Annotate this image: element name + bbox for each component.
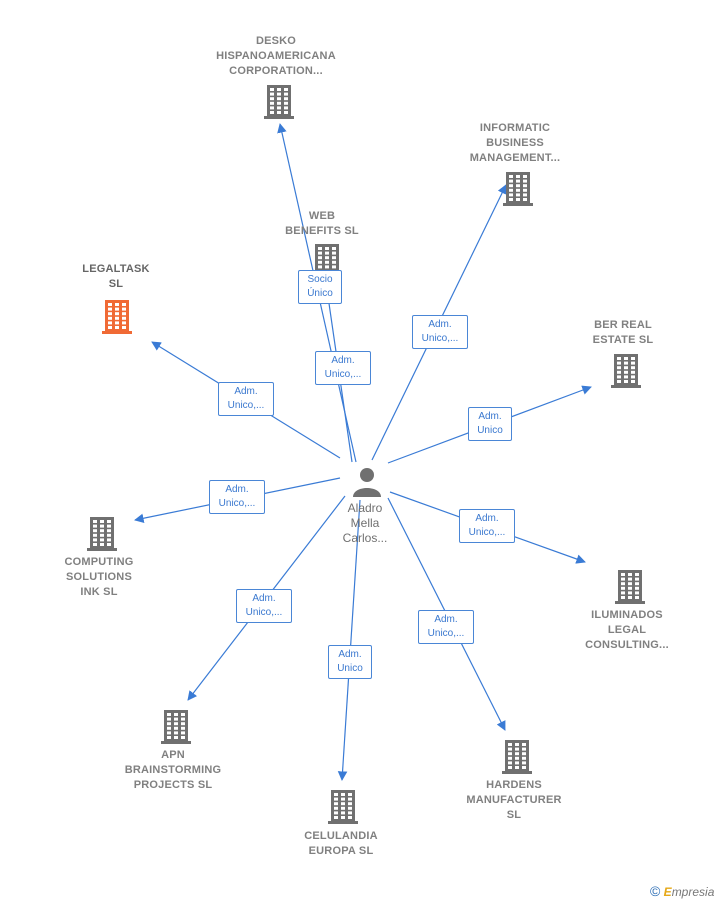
building-icon[interactable] — [613, 570, 647, 609]
edge-label-hardens[interactable]: Adm. Unico,... — [418, 610, 474, 644]
edge-label-celulandia[interactable]: Adm. Unico — [328, 645, 372, 679]
edge-label-apn[interactable]: Adm. Unico,... — [236, 589, 292, 623]
building-icon[interactable] — [262, 85, 296, 124]
edge-label-ber[interactable]: Adm. Unico — [468, 407, 512, 441]
edge-label-computing[interactable]: Adm. Unico,... — [209, 480, 265, 514]
company-label-iluminados[interactable]: ILUMINADOS LEGAL CONSULTING... — [585, 609, 669, 651]
building-icon[interactable] — [500, 740, 534, 779]
brand-name: mpresia — [671, 885, 715, 899]
company-label-celulandia[interactable]: CELULANDIA EUROPA SL — [304, 830, 378, 857]
person-label: Aladro Mella Carlos... — [342, 501, 388, 545]
company-label-web[interactable]: WEB BENEFITS SL — [285, 210, 359, 237]
building-icon[interactable] — [85, 517, 119, 556]
brand-initial: E — [663, 885, 672, 899]
company-label-ber[interactable]: BER REAL ESTATE SL — [592, 319, 654, 346]
person-icon — [353, 468, 381, 497]
edge-label-legaltask[interactable]: Adm. Unico,... — [218, 382, 274, 416]
building-icon[interactable] — [609, 354, 643, 393]
edge-celulandia — [337, 499, 361, 781]
copyright-icon: © — [650, 883, 661, 899]
company-label-desko[interactable]: DESKO HISPANOAMERICANA CORPORATION... — [216, 35, 336, 77]
edge-label-desko[interactable]: Socio Único — [298, 270, 342, 304]
building-icon[interactable] — [501, 172, 535, 211]
building-icon[interactable] — [310, 244, 344, 283]
company-label-hardens[interactable]: HARDENS MANUFACTURER SL — [466, 779, 562, 821]
footer-brand: © Empresia — [650, 883, 714, 899]
building-icon[interactable] — [159, 710, 193, 749]
person-node[interactable] — [350, 465, 384, 499]
company-label-informatic[interactable]: INFORMATIC BUSINESS MANAGEMENT... — [469, 122, 561, 164]
edge-label-iluminados[interactable]: Adm. Unico,... — [459, 509, 515, 543]
edge-label-informatic[interactable]: Adm. Unico,... — [412, 315, 468, 349]
edge-label-web[interactable]: Adm. Unico,... — [315, 351, 371, 385]
company-label-apn[interactable]: APN BRAINSTORMING PROJECTS SL — [124, 749, 222, 791]
building-icon[interactable] — [100, 300, 134, 339]
building-icon[interactable] — [326, 790, 360, 829]
company-label-computing[interactable]: COMPUTING SOLUTIONS INK SL — [64, 556, 134, 598]
company-label-legaltask[interactable]: LEGALTASK SL — [82, 263, 150, 290]
